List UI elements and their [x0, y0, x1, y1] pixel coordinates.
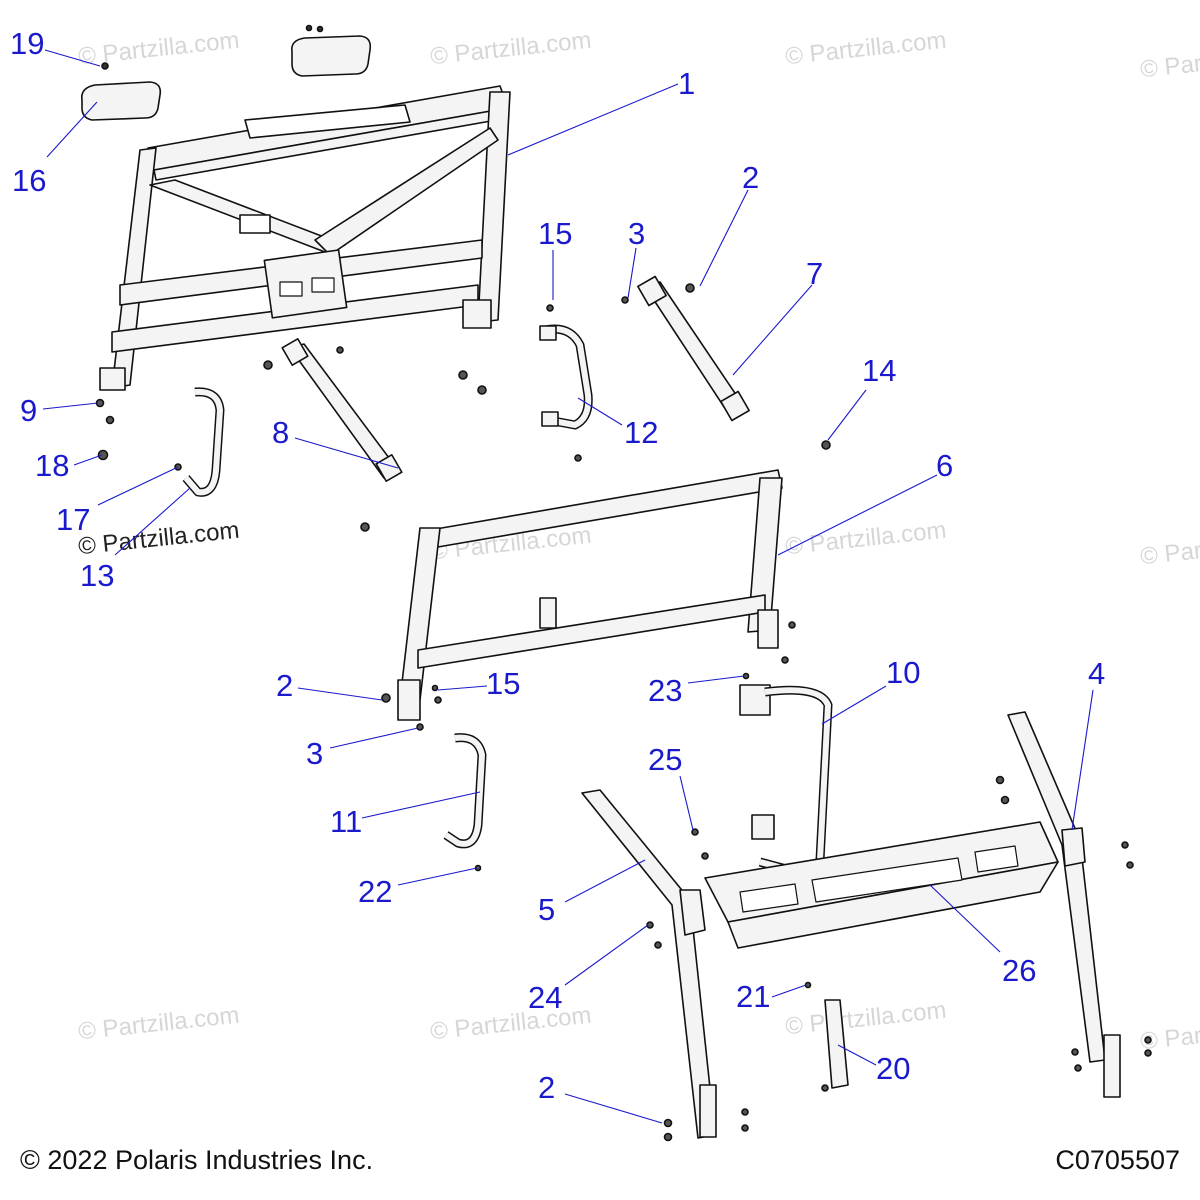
fasteners [95, 283, 1152, 1142]
callout-14: 14 [862, 353, 897, 388]
callout-16: 16 [12, 163, 47, 198]
callout-12: 12 [624, 415, 659, 450]
callout-11: 11 [330, 804, 363, 839]
callout-13: 13 [80, 558, 115, 593]
callout-15: 15 [486, 666, 521, 701]
callout-3: 3 [306, 736, 324, 771]
part-12-grab-bar [539, 324, 593, 430]
part-7-brace [637, 275, 750, 422]
callout-8: 8 [272, 415, 290, 450]
callout-6: 6 [936, 448, 954, 483]
part-20-bracket [824, 999, 849, 1089]
part-13-grab-bar [182, 387, 225, 497]
callout-10: 10 [886, 655, 921, 690]
part-26-panel [704, 821, 1059, 949]
part-5-pillar [581, 789, 717, 1139]
part-4-pillar [1007, 711, 1121, 1098]
callout-17: 17 [56, 502, 91, 537]
callout-25: 25 [648, 742, 683, 777]
callout-26: 26 [1002, 953, 1037, 988]
callout-19: 19 [10, 26, 45, 61]
callout-23: 23 [648, 673, 683, 708]
leader-lines [42, 49, 1094, 1124]
part-8-brace [281, 338, 403, 482]
callout-21: 21 [736, 979, 771, 1014]
callout-4: 4 [1088, 656, 1106, 691]
callout-2: 2 [742, 160, 760, 195]
callout-9: 9 [20, 393, 38, 428]
callout-3: 3 [628, 216, 646, 251]
callout-7: 7 [806, 256, 824, 291]
callout-15: 15 [538, 216, 573, 251]
callout-24: 24 [528, 980, 563, 1015]
part-1-rear-frame [99, 85, 511, 391]
part-19-screw [101, 24, 324, 70]
callout-22: 22 [358, 874, 393, 909]
callout-20: 20 [876, 1051, 911, 1086]
callout-2: 2 [276, 668, 294, 703]
callout-2: 2 [538, 1070, 556, 1105]
drawing-id: C0705507 [1055, 1145, 1180, 1175]
callout-1: 1 [678, 66, 696, 101]
part-6-front-frame [397, 469, 783, 721]
part-16-handle-cap [80, 35, 372, 121]
part-10-grab-bar [739, 684, 833, 877]
callout-18: 18 [35, 448, 70, 483]
callout-5: 5 [538, 892, 556, 927]
part-11-grab-bar [443, 733, 487, 849]
copyright-text: © 2022 Polaris Industries Inc. [20, 1145, 374, 1175]
